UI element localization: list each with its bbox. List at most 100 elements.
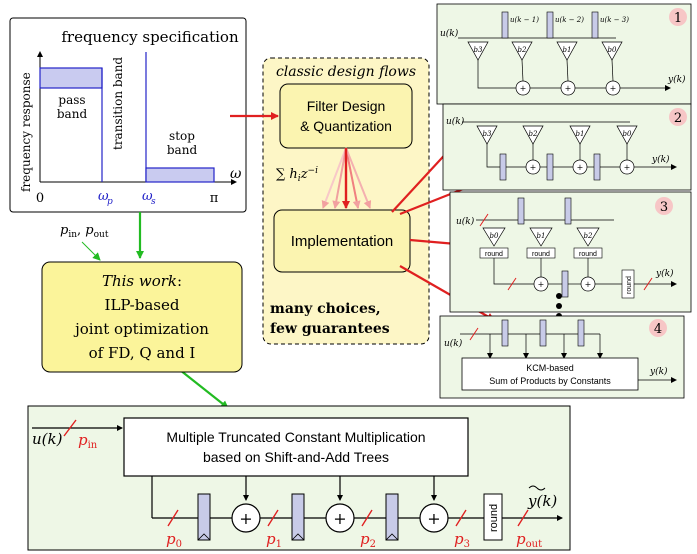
- panel-1-badge: 1: [674, 11, 682, 26]
- svg-text:b1: b1: [537, 232, 546, 240]
- svg-text:b3: b3: [483, 130, 492, 138]
- panel-1-output: y(k): [667, 74, 686, 85]
- svg-text:+: +: [538, 280, 545, 289]
- fdq-line-2: & Quantization: [300, 118, 392, 134]
- params-label: pin, pout: [60, 223, 109, 240]
- freq-ylabel: frequency response: [19, 72, 33, 192]
- panel-1: 1 u(k) u(k − 1) u(k − 2) u(k − 3) b3 b2 …: [436, 3, 692, 105]
- panel-4-badge: 4: [654, 322, 662, 337]
- svg-text:Multiple Truncated Constant Mu: Multiple Truncated Constant Multiplicati…: [166, 429, 425, 445]
- svg-text:round: round: [579, 251, 597, 258]
- p-out-label: pout: [516, 530, 542, 550]
- panel-1-input: u(k): [440, 28, 459, 39]
- choices-line-1: many choices,: [270, 301, 381, 317]
- svg-text:+: +: [577, 163, 584, 172]
- fdq-line-1: Filter Design: [307, 98, 386, 114]
- panel-3: 3 u(k) b0 b1 b2 round round round + + ro…: [449, 191, 692, 313]
- svg-text:b0: b0: [623, 130, 632, 138]
- kcm-box: [461, 357, 639, 391]
- svg-text:This work:: This work:: [102, 272, 182, 290]
- svg-text:pin, pout: pin, pout: [60, 223, 109, 240]
- stop-band-label: band: [167, 143, 198, 157]
- transition-label: transition band: [111, 57, 125, 150]
- panel-2-output: y(k): [651, 154, 670, 165]
- svg-text:Sum of Products by Constants: Sum of Products by Constants: [489, 376, 611, 386]
- mtcm-box: [123, 417, 469, 477]
- svg-text:+: +: [520, 84, 527, 93]
- svg-text:+: +: [565, 84, 572, 93]
- panel-4-input: u(k): [444, 338, 463, 349]
- svg-text:+: +: [427, 509, 440, 528]
- panel-2: 2 u(k) b3 b2 b1 b0 + + + y(k): [442, 103, 692, 191]
- panel-3-input: u(k): [456, 216, 475, 227]
- omega-label: ω: [230, 166, 242, 182]
- svg-text:b0: b0: [608, 46, 617, 54]
- this-work-title: This work: [102, 272, 177, 290]
- round-block: [483, 493, 503, 541]
- classic-flows-panel: classic design flows Filter Design & Qua…: [262, 57, 430, 345]
- svg-text:b0: b0: [490, 232, 499, 240]
- svg-text:round: round: [488, 504, 500, 532]
- classic-title: classic design flows: [276, 64, 416, 80]
- params-arrow: [81, 241, 101, 261]
- svg-text:+: +: [610, 84, 617, 93]
- this-work-line-3: of FD, Q and I: [89, 344, 196, 362]
- panel-2-input: u(k): [446, 116, 465, 127]
- this-work-line-1: ILP-based: [105, 296, 180, 314]
- x-tick-zero: 0: [36, 191, 44, 206]
- freq-spec-title: frequency specification: [61, 28, 239, 46]
- this-work-box: This work: ILP-based joint optimization …: [41, 261, 243, 373]
- ellipsis-dot: [556, 303, 562, 309]
- svg-text:round: round: [532, 251, 550, 258]
- fdq-box: [279, 83, 413, 149]
- panel-3-output: y(k): [655, 268, 674, 279]
- svg-text:s: s: [151, 197, 156, 207]
- panel-3-badge: 3: [660, 200, 668, 215]
- thiswork-to-bottom-arrow: [179, 369, 229, 409]
- svg-text:round: round: [485, 251, 503, 258]
- bottom-architecture-panel: u(k) pin Multiple Truncated Constant Mul…: [27, 405, 571, 551]
- p-in-label: pin: [78, 431, 98, 451]
- svg-text:+: +: [333, 509, 346, 528]
- bottom-input-label: u(k): [32, 430, 63, 448]
- frequency-spec-panel: frequency specification frequency respon…: [9, 17, 247, 213]
- p1-label: p1: [266, 530, 282, 550]
- panel-4: 4 u(k) KCM-based Sum of Products by Cons…: [439, 315, 685, 399]
- svg-text:+: +: [239, 509, 252, 528]
- panel-2-badge: 2: [674, 111, 682, 126]
- svg-text:u(k − 2): u(k − 2): [555, 16, 584, 24]
- svg-text:u(k − 1): u(k − 1): [510, 16, 539, 24]
- choices-line-2: few guarantees: [270, 321, 390, 337]
- x-tick-pi: π: [210, 191, 219, 206]
- register: [291, 493, 305, 541]
- svg-text:b3: b3: [474, 46, 483, 54]
- panel-4-output: y(k): [649, 366, 668, 377]
- register: [197, 493, 211, 541]
- stop-label: stop: [169, 129, 195, 143]
- p3-label: p3: [454, 530, 470, 550]
- p2-label: p2: [360, 530, 376, 550]
- this-work-line-2: joint optimization: [73, 320, 209, 338]
- svg-text:b1: b1: [576, 130, 585, 138]
- band-label: band: [57, 107, 88, 121]
- register: [385, 493, 399, 541]
- svg-text:b1: b1: [563, 46, 572, 54]
- x-tick-ws: ω: [142, 189, 153, 204]
- svg-text:+: +: [530, 163, 537, 172]
- svg-text:+: +: [585, 280, 592, 289]
- passband-rect: [39, 67, 103, 89]
- svg-text:+: +: [624, 163, 631, 172]
- svg-text:b2: b2: [529, 130, 538, 138]
- svg-text:based on Shift-and-Add Trees: based on Shift-and-Add Trees: [203, 449, 389, 465]
- svg-text:u(k − 3): u(k − 3): [600, 16, 629, 24]
- x-tick-wp: ω: [98, 189, 109, 204]
- svg-text:round: round: [626, 276, 633, 294]
- svg-text:KCM-based: KCM-based: [526, 363, 574, 373]
- bottom-output-label: y(k): [527, 492, 557, 510]
- svg-text:b2: b2: [518, 46, 527, 54]
- ellipsis-dot: [556, 293, 562, 299]
- svg-text:b2: b2: [584, 232, 593, 240]
- svg-text:p: p: [107, 197, 113, 207]
- pass-label: pass: [58, 93, 85, 107]
